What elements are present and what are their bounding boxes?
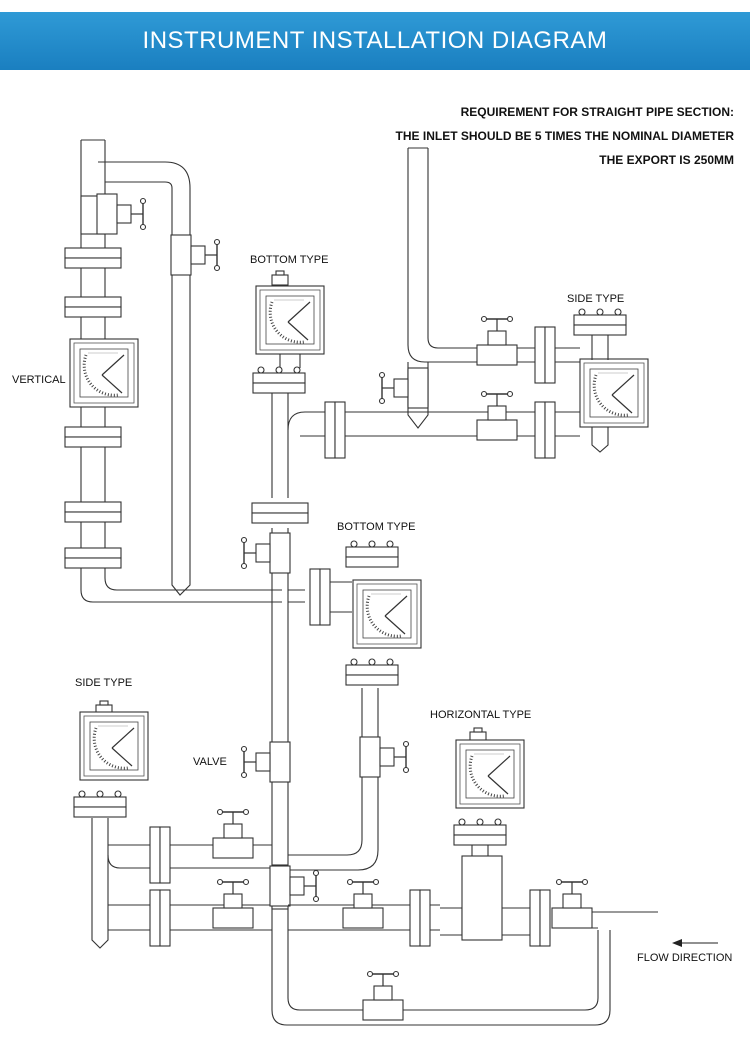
main-horizontal-line — [288, 855, 658, 1021]
main-valve — [240, 741, 291, 783]
vertical-bypass — [98, 161, 221, 596]
requirement-line-1: REQUIREMENT FOR STRAIGHT PIPE SECTION: — [460, 105, 734, 119]
label-side-type-upper: SIDE TYPE — [567, 293, 625, 305]
label-vertical: VERTICAL — [12, 374, 66, 386]
side-type-lower — [73, 700, 320, 949]
upper-right-branch — [287, 147, 580, 459]
bottom-type-upper — [240, 270, 611, 1026]
page-title: INSTRUMENT INSTALLATION DIAGRAM — [142, 27, 608, 54]
label-horizontal-type: HORIZONTAL TYPE — [430, 709, 532, 721]
requirement-line-3: THE EXPORT IS 250MM — [599, 153, 734, 167]
label-side-type-lower: SIDE TYPE — [75, 677, 133, 689]
title-banner: INSTRUMENT INSTALLATION DIAGRAM — [0, 12, 750, 70]
requirement-line-2: THE INLET SHOULD BE 5 TIMES THE NOMINAL … — [395, 129, 734, 143]
pipe-requirement-note: REQUIREMENT FOR STRAIGHT PIPE SECTION: T… — [396, 100, 734, 172]
flow-arrow — [672, 939, 718, 947]
label-bottom-type-middle: BOTTOM TYPE — [337, 521, 416, 533]
vertical-installation — [64, 139, 282, 603]
side-type-upper — [573, 308, 650, 453]
label-flow-direction: FLOW DIRECTION — [637, 952, 733, 964]
label-valve: VALVE — [193, 756, 227, 768]
bottom-type-middle — [288, 540, 423, 871]
horizontal-type — [453, 727, 526, 856]
label-bottom-type-upper: BOTTOM TYPE — [250, 254, 329, 266]
